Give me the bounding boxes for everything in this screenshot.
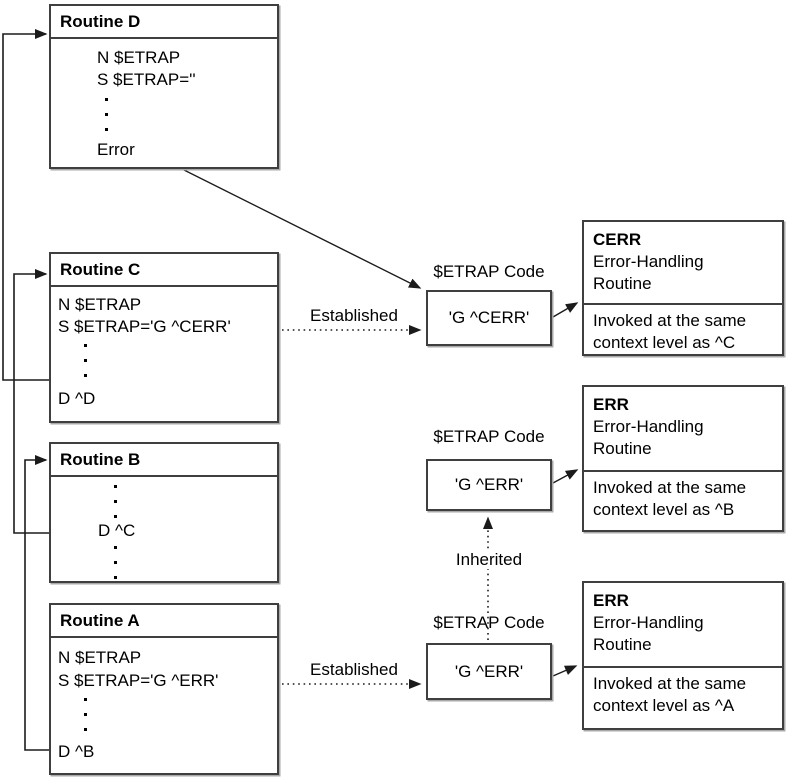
established-label-bottom: Established (310, 660, 398, 679)
handler-box-err-middle: ERR Error-Handling Routine Invoked at th… (582, 385, 784, 532)
call-arrow-a-to-b (24, 455, 49, 751)
etrap-code-box-err-bottom: 'G ^ERR' (426, 643, 552, 700)
handler-note-line: context level as ^A (593, 696, 735, 715)
handler-err-middle-note: Invoked at the same context level as ^B (584, 472, 782, 521)
routine-c-box: Routine C N $ETRAP S $ETRAP='G ^CERR' D … (49, 252, 279, 423)
call-arrow-b-to-c (13, 269, 49, 534)
invoke-arrow-err-bottom (552, 665, 578, 677)
invoke-arrow-cerr (552, 302, 579, 318)
routine-c-statement: N $ETRAP (58, 295, 142, 314)
routine-c-statement: S $ETRAP='G ^CERR' (58, 317, 231, 336)
routine-d-statement: S $ETRAP='' (97, 70, 196, 89)
handler-box-cerr: CERR Error-Handling Routine Invoked at t… (582, 220, 784, 356)
handler-cerr-header: CERR Error-Handling Routine (584, 222, 782, 305)
handler-role: Routine (593, 439, 652, 458)
etrap-code-box-cerr: 'G ^CERR' (426, 290, 552, 346)
routine-c-title: Routine C (51, 254, 277, 287)
handler-role: Error-Handling (593, 613, 704, 632)
handler-cerr-note: Invoked at the same context level as ^C (584, 305, 782, 354)
etrap-code-value: 'G ^ERR' (454, 661, 524, 681)
call-arrow-c-to-d (2, 29, 49, 381)
routine-a-statement: S $ETRAP='G ^ERR' (58, 671, 219, 690)
routine-b-title: Routine B (51, 444, 277, 477)
routine-d-title: Routine D (51, 6, 277, 39)
handler-note-line: Invoked at the same (593, 674, 747, 693)
handler-role: Error-Handling (593, 252, 704, 271)
handler-box-err-bottom: ERR Error-Handling Routine Invoked at th… (582, 581, 784, 730)
routine-b-call-statement: D ^C (98, 521, 136, 540)
handler-role: Error-Handling (593, 417, 704, 436)
handler-name: ERR (593, 591, 629, 610)
routine-a-box: Routine A N $ETRAP S $ETRAP='G ^ERR' D ^… (49, 603, 279, 775)
vertical-ellipsis (105, 98, 108, 143)
routine-d-box: Routine D N $ETRAP S $ETRAP='' Error (49, 4, 279, 169)
handler-err-bottom-header: ERR Error-Handling Routine (584, 583, 782, 668)
handler-name: ERR (593, 395, 629, 414)
handler-role: Routine (593, 274, 652, 293)
handler-name: CERR (593, 230, 642, 249)
handler-note-line: Invoked at the same (593, 311, 747, 330)
inherited-label: Inherited (447, 550, 531, 569)
handler-note-line: Invoked at the same (593, 478, 747, 497)
etrap-code-label-middle: $ETRAP Code (433, 427, 545, 446)
etrap-code-box-err-middle: 'G ^ERR' (426, 459, 552, 511)
handler-role: Routine (593, 635, 652, 654)
routine-b-box: Routine B D ^C (49, 442, 279, 583)
etrap-code-label-bottom: $ETRAP Code (433, 613, 545, 632)
vertical-ellipsis (114, 485, 117, 530)
handler-err-bottom-note: Invoked at the same context level as ^A (584, 668, 782, 717)
handler-note-line: context level as ^C (593, 333, 736, 352)
vertical-ellipsis (114, 546, 117, 591)
vertical-ellipsis (84, 344, 87, 389)
invoke-arrow-err-middle (552, 469, 579, 484)
routine-a-call-statement: D ^B (58, 742, 95, 761)
routine-a-title: Routine A (51, 605, 277, 638)
handler-err-middle-header: ERR Error-Handling Routine (584, 387, 782, 472)
etrap-code-label-top: $ETRAP Code (433, 262, 545, 281)
vertical-ellipsis (84, 698, 87, 743)
routine-a-statement: N $ETRAP (58, 648, 142, 667)
routine-d-error-statement: Error (97, 140, 135, 159)
routine-d-statement: N $ETRAP (97, 48, 181, 67)
etrap-code-value: 'G ^CERR' (448, 308, 530, 327)
etrap-code-value: 'G ^ERR' (454, 475, 524, 494)
routine-c-call-statement: D ^D (58, 389, 96, 408)
handler-note-line: context level as ^B (593, 500, 735, 519)
established-label-top: Established (310, 306, 398, 325)
